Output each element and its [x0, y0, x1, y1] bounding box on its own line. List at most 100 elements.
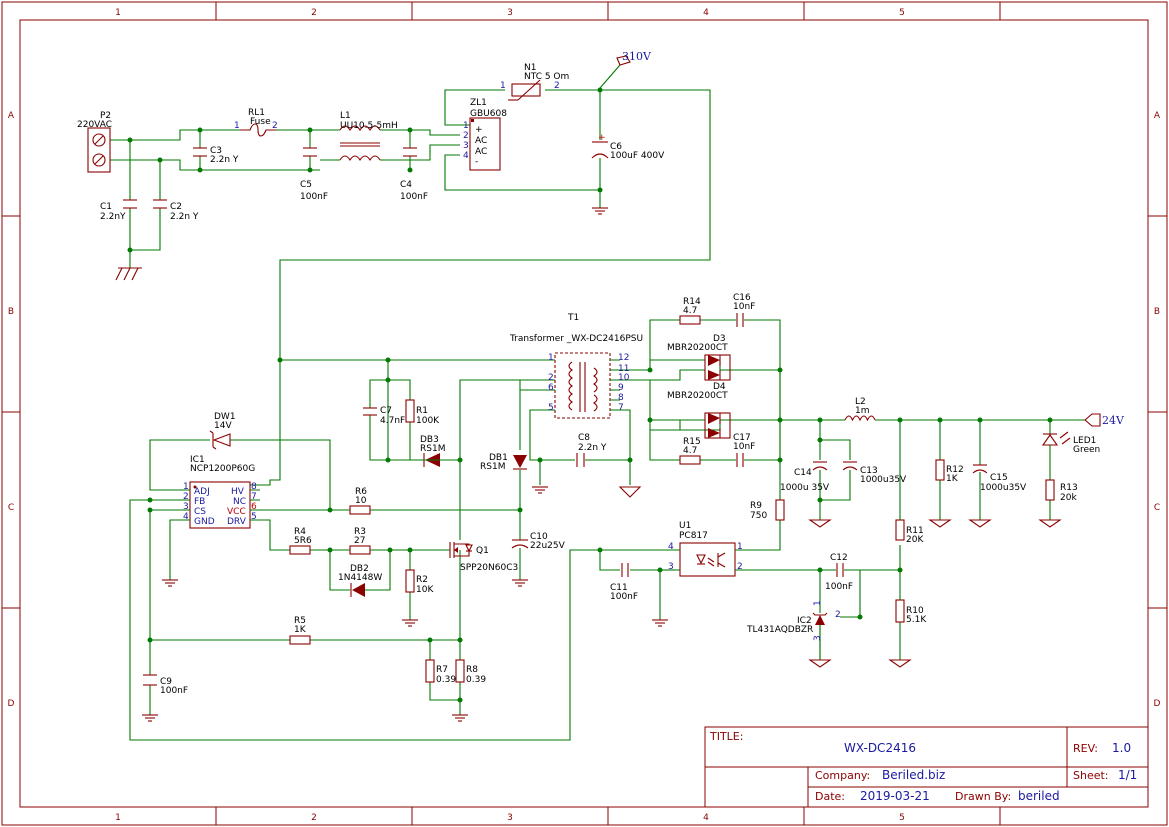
- value-label: 2.2nY: [100, 212, 126, 222]
- row-label: C: [8, 503, 14, 513]
- ref-label: C12: [830, 553, 848, 563]
- row-label: D: [8, 699, 15, 709]
- pin-name: ADJ: [194, 487, 210, 497]
- value-label: UU10.5-5mH: [340, 121, 398, 131]
- resistor-r10: R10 5.1K: [895, 599, 927, 625]
- value-label: 27: [354, 536, 365, 546]
- ref-label: C6: [610, 142, 622, 152]
- pin-label: 8: [251, 482, 257, 492]
- capacitor-c2: C2 2.2n Y: [153, 199, 199, 222]
- ref-label: R15: [683, 437, 701, 447]
- pin-label: 12: [618, 353, 629, 363]
- capacitor-c15: C15 1000u35V: [972, 464, 1027, 493]
- pin-label: 2: [737, 562, 743, 572]
- pin-label: 6: [251, 502, 257, 512]
- row-label: A: [1154, 111, 1161, 121]
- value-label: SPP20N60C3: [460, 563, 518, 573]
- value-label: NCP1200P60G: [190, 464, 255, 474]
- ref-label: C17: [733, 433, 751, 443]
- net-label-310v: 310V: [616, 50, 652, 66]
- ref-label: LED1: [1073, 436, 1096, 446]
- ref-label: IC2: [797, 616, 812, 626]
- value-label: 220VAC: [77, 120, 112, 130]
- value-label: 100nF: [825, 582, 853, 592]
- pin-name: GND: [194, 517, 215, 527]
- row-label: C: [1154, 503, 1160, 513]
- value-label: 0.39: [466, 675, 486, 685]
- date-value: 2019-03-21: [860, 789, 930, 803]
- ground-icon: [592, 207, 608, 215]
- capacitor-c11: C11 100nF: [610, 563, 638, 602]
- col-label: 4: [703, 813, 709, 823]
- ref-label: Q1: [476, 546, 489, 556]
- ref-label: L1: [340, 111, 351, 121]
- drawn-by-value: beriled: [1018, 789, 1060, 803]
- ref-label: C7: [380, 406, 392, 416]
- drawn-by-label: Drawn By:: [955, 790, 1011, 803]
- resistor-r5: R5 1K: [289, 616, 311, 645]
- resistor-r4: R4 5R6: [289, 527, 312, 555]
- pin-label: 2: [548, 373, 554, 383]
- dual-diode-d3: D3 MBR20200CT: [667, 334, 731, 381]
- value-label: 5.1K: [906, 615, 927, 625]
- zener-dw1: DW1 14V: [209, 412, 236, 450]
- diode-db1: DB1 RS1M: [480, 453, 527, 472]
- ref-label: R6: [355, 487, 367, 497]
- value-label: 0.39: [436, 675, 456, 685]
- col-label: 2: [311, 8, 317, 18]
- ref-label: R8: [466, 665, 478, 675]
- ground-icon: [162, 579, 178, 587]
- ground-icon: [808, 519, 832, 528]
- pin-label: 4: [668, 542, 674, 552]
- ref-label: C8: [578, 433, 590, 443]
- ref-label: C11: [610, 583, 628, 593]
- row-label: A: [8, 111, 15, 121]
- inductor-l1: L1 UU10.5-5mH: [339, 111, 398, 162]
- pin-name: CS: [194, 507, 206, 517]
- pin-name: HV: [231, 487, 245, 497]
- ref-label: R12: [946, 465, 964, 475]
- company-label: Company:: [815, 769, 870, 782]
- value-label: 5R6: [294, 536, 312, 546]
- ground-triangle-icon: [618, 486, 642, 498]
- ref-label: DW1: [214, 412, 236, 422]
- polarity-plus-icon: +: [598, 133, 606, 143]
- ref-label: R10: [906, 606, 924, 616]
- ref-label: R2: [416, 575, 428, 585]
- col-label: 1: [115, 813, 121, 823]
- pin-label: 6: [548, 383, 554, 393]
- col-label: 3: [507, 8, 513, 18]
- resistor-r13: R13 20k: [1045, 479, 1078, 503]
- value-label: 4.7nF: [380, 416, 405, 426]
- value-label: Transformer _WX-DC2416PSU: [509, 334, 643, 344]
- value-label: 100nF: [300, 192, 328, 202]
- ref-label: C13: [860, 466, 878, 476]
- value-label: 1N4148W: [338, 573, 382, 583]
- pin-label: 4: [183, 512, 189, 522]
- row-label: B: [1154, 307, 1160, 317]
- diode-db2: DB2 1N4148W: [338, 564, 382, 597]
- connector-p2: P2 220VAC: [77, 111, 112, 173]
- thermistor-n1: N1 NTC 5 Om 1 2: [500, 63, 569, 101]
- transformer-t1: T1 Transformer _WX-DC2416PSU 1 2 6 5 12 …: [509, 313, 643, 419]
- resistor-r3: R3 27: [349, 527, 371, 555]
- pin-name: AC: [475, 136, 487, 146]
- ground-icon: [652, 619, 668, 627]
- ref-label: R4: [294, 527, 306, 537]
- pin-label: 1: [463, 121, 469, 131]
- ref-label: R14: [683, 297, 701, 307]
- title-label: TITLE:: [709, 730, 743, 743]
- pin-label: 2: [183, 492, 189, 502]
- capacitor-c4: C4 100nF: [400, 147, 428, 202]
- junctions: [127, 87, 1053, 703]
- ref-label: R9: [750, 501, 762, 511]
- inductor-l2: L2 1m: [844, 397, 876, 422]
- pin-name: +: [475, 125, 483, 135]
- pin-name: NC: [233, 497, 246, 507]
- capacitor-c1: C1 2.2nY: [100, 199, 137, 222]
- pin-label: 9: [618, 383, 624, 393]
- ground-icon: [968, 519, 992, 528]
- value-label: TL431AQDBZR: [746, 625, 813, 635]
